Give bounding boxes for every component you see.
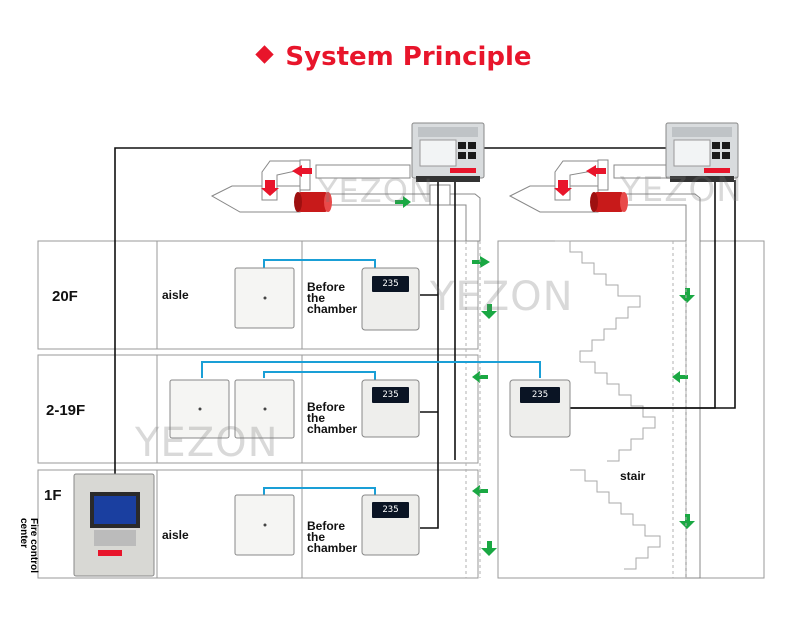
controller-left [411, 122, 485, 182]
green-arrow-down-icon [679, 288, 695, 303]
zone-label-aisle: aisle [162, 288, 189, 302]
red-arrow-down-icon [554, 180, 572, 196]
watermark: YEZON [135, 420, 279, 466]
watermark: YEZON [620, 170, 743, 210]
green-arrow-left-icon [672, 371, 688, 383]
fire-control-panel [73, 473, 155, 577]
green-arrow-right-icon [395, 196, 411, 208]
air-duct-left [210, 159, 481, 242]
red-arrow-left-icon [586, 165, 606, 177]
chamber-label: Before the chamber [307, 400, 358, 436]
watermark: YEZON [430, 274, 574, 320]
switch-panel [169, 267, 295, 556]
sensor-display: 235 [520, 387, 560, 403]
title-text: System Principle [285, 42, 532, 72]
valve-right [590, 192, 628, 212]
floor-label-1f: 1F [44, 487, 62, 504]
green-airflow-arrows [395, 196, 695, 556]
valve-left [294, 192, 332, 212]
control-wiring [114, 147, 736, 529]
floor-row-1f [37, 469, 479, 579]
floor-label-2-19f: 2-19F [46, 402, 86, 419]
watermark: YEZON [318, 172, 434, 210]
fire-control-center-label: Fire control center [18, 518, 39, 574]
chamber-label: Before the chamber [307, 519, 358, 555]
green-arrow-left-icon [472, 371, 488, 383]
floor-row-2-19f [37, 354, 479, 464]
signal-lines [201, 259, 541, 495]
stairwell-outline [497, 240, 765, 579]
page-title: System Principle [0, 42, 790, 72]
red-arrow-left-icon [292, 165, 312, 177]
stair-label: stair [620, 469, 646, 483]
controller-right [665, 122, 739, 182]
red-airflow-arrows [261, 165, 606, 196]
green-arrow-left-icon [472, 485, 488, 497]
green-arrow-left-icon [472, 256, 490, 268]
green-arrow-down-icon [679, 514, 695, 529]
floor-label-20f: 20F [52, 288, 78, 305]
duct-dashed-lines [465, 241, 687, 578]
zone-label-aisle: aisle [162, 528, 189, 542]
green-arrow-down-icon [481, 304, 497, 319]
sensor-display: 235 [372, 502, 409, 518]
sensor-display: 235 [372, 387, 409, 403]
red-arrow-down-icon [261, 180, 279, 196]
switch-panel-dot [198, 296, 267, 527]
air-duct-right [508, 159, 701, 579]
chamber-label: Before the chamber [307, 280, 358, 316]
green-arrow-down-icon [481, 541, 497, 556]
floor-row-20f [37, 240, 479, 350]
sensor-display: 235 [372, 276, 409, 292]
staircase [555, 240, 661, 570]
